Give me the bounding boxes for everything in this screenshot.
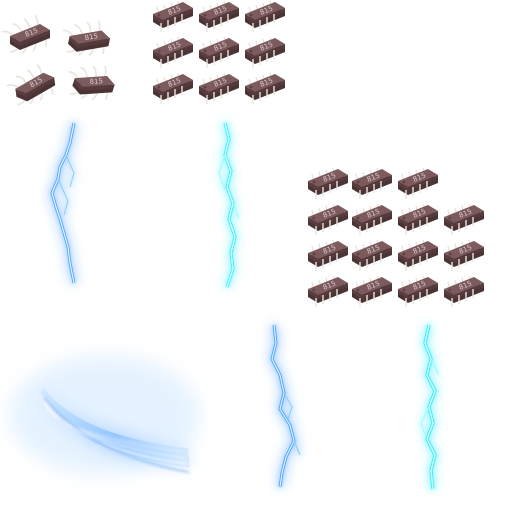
ic-chip-icon: [152, 0, 194, 33]
lightning-bolt-cyan-2: [420, 324, 440, 490]
lightning-bolt-blue-2: [270, 324, 301, 488]
ic-chip-icon: [397, 203, 439, 236]
ic-chip-icon: [152, 36, 194, 69]
chip-bug-group: [1, 12, 121, 108]
chip-grid-3x3: [152, 0, 286, 105]
ic-chip-icon: [307, 167, 349, 200]
ic-chip-icon: [307, 275, 349, 308]
ic-chip-icon: [244, 72, 286, 105]
chip-grid-large: [307, 167, 485, 308]
ic-chip-icon: [307, 239, 349, 272]
ic-chip-icon: [198, 72, 240, 105]
ic-chip-icon: [443, 239, 485, 272]
lightning-bolt-blue-1: [50, 122, 76, 284]
ic-chip-icon: [351, 239, 393, 272]
ic-chip-icon: [307, 203, 349, 236]
slash-swipe-effect: [10, 355, 200, 475]
ic-chip-icon: [244, 0, 286, 33]
ic-chip-icon: [443, 275, 485, 308]
ic-chip-icon: [397, 239, 439, 272]
lightning-bolt-cyan-1: [218, 122, 240, 288]
ic-chip-icon: [198, 36, 240, 69]
ic-chip-icon: [1, 14, 51, 54]
ic-chip-icon: [61, 54, 121, 108]
ic-chip-icon: [443, 203, 485, 236]
ic-chip-icon: [198, 0, 240, 33]
ic-chip-icon: [244, 36, 286, 69]
ic-chip-icon: [397, 167, 439, 200]
ic-chip-icon: [351, 203, 393, 236]
ic-chip-icon: [351, 167, 393, 200]
ic-chip-icon: [351, 275, 393, 308]
ic-chip-icon: [397, 275, 439, 308]
ic-chip-icon: [57, 12, 114, 62]
ic-chip-icon: [152, 72, 194, 105]
ic-chip-icon: [3, 61, 59, 108]
